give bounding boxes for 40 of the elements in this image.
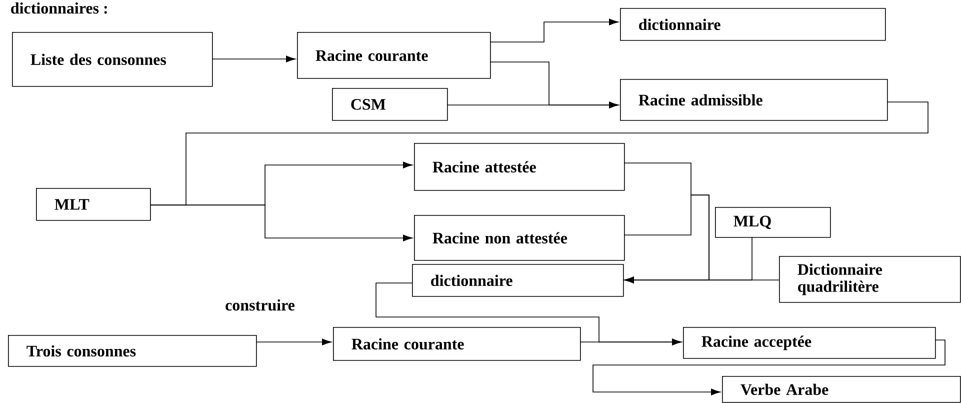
box-label: Racine attestée (432, 161, 536, 173)
box-label: Racine courante (352, 338, 464, 350)
box-label: Verbe Arabe (740, 384, 828, 396)
arrow (580, 338, 682, 346)
process-box (36, 188, 151, 221)
box-label: Racine admissible (638, 94, 762, 106)
box-label: dictionnaire (639, 18, 720, 30)
box-label: dictionnaire (431, 274, 512, 286)
box-label: Racine non attestée (432, 232, 568, 244)
box-label: Racine acceptée (702, 336, 812, 350)
note: construire (226, 299, 295, 311)
process-box (412, 264, 624, 297)
process-box (779, 256, 961, 303)
process-box (620, 79, 888, 121)
process-box (620, 8, 886, 41)
arrow (212, 56, 296, 62)
process-box (715, 207, 831, 238)
arrow (490, 18, 618, 42)
arrow (150, 204, 412, 242)
process-box (8, 335, 257, 367)
process-box (722, 376, 961, 403)
box-label: Racine courante (316, 50, 428, 62)
box-label: CSM (351, 99, 386, 110)
arrow (256, 338, 332, 346)
arrow (624, 276, 780, 284)
box-label: Trois consonnes (26, 345, 136, 357)
box-label: Dictionnaire quadrilitère (798, 264, 882, 296)
process-box (414, 214, 625, 261)
arrow (592, 340, 946, 396)
process-box (332, 88, 448, 121)
process-box (12, 32, 213, 87)
process-box (414, 143, 625, 191)
box-label: MLT (54, 199, 90, 210)
box-label: Liste des consonnes (30, 54, 166, 66)
box-label: MLQ (734, 216, 771, 229)
title: dictionnaires : (11, 2, 107, 14)
process-box (683, 327, 936, 359)
arrow (446, 102, 618, 108)
process-box (333, 327, 581, 361)
process-box (297, 32, 491, 79)
